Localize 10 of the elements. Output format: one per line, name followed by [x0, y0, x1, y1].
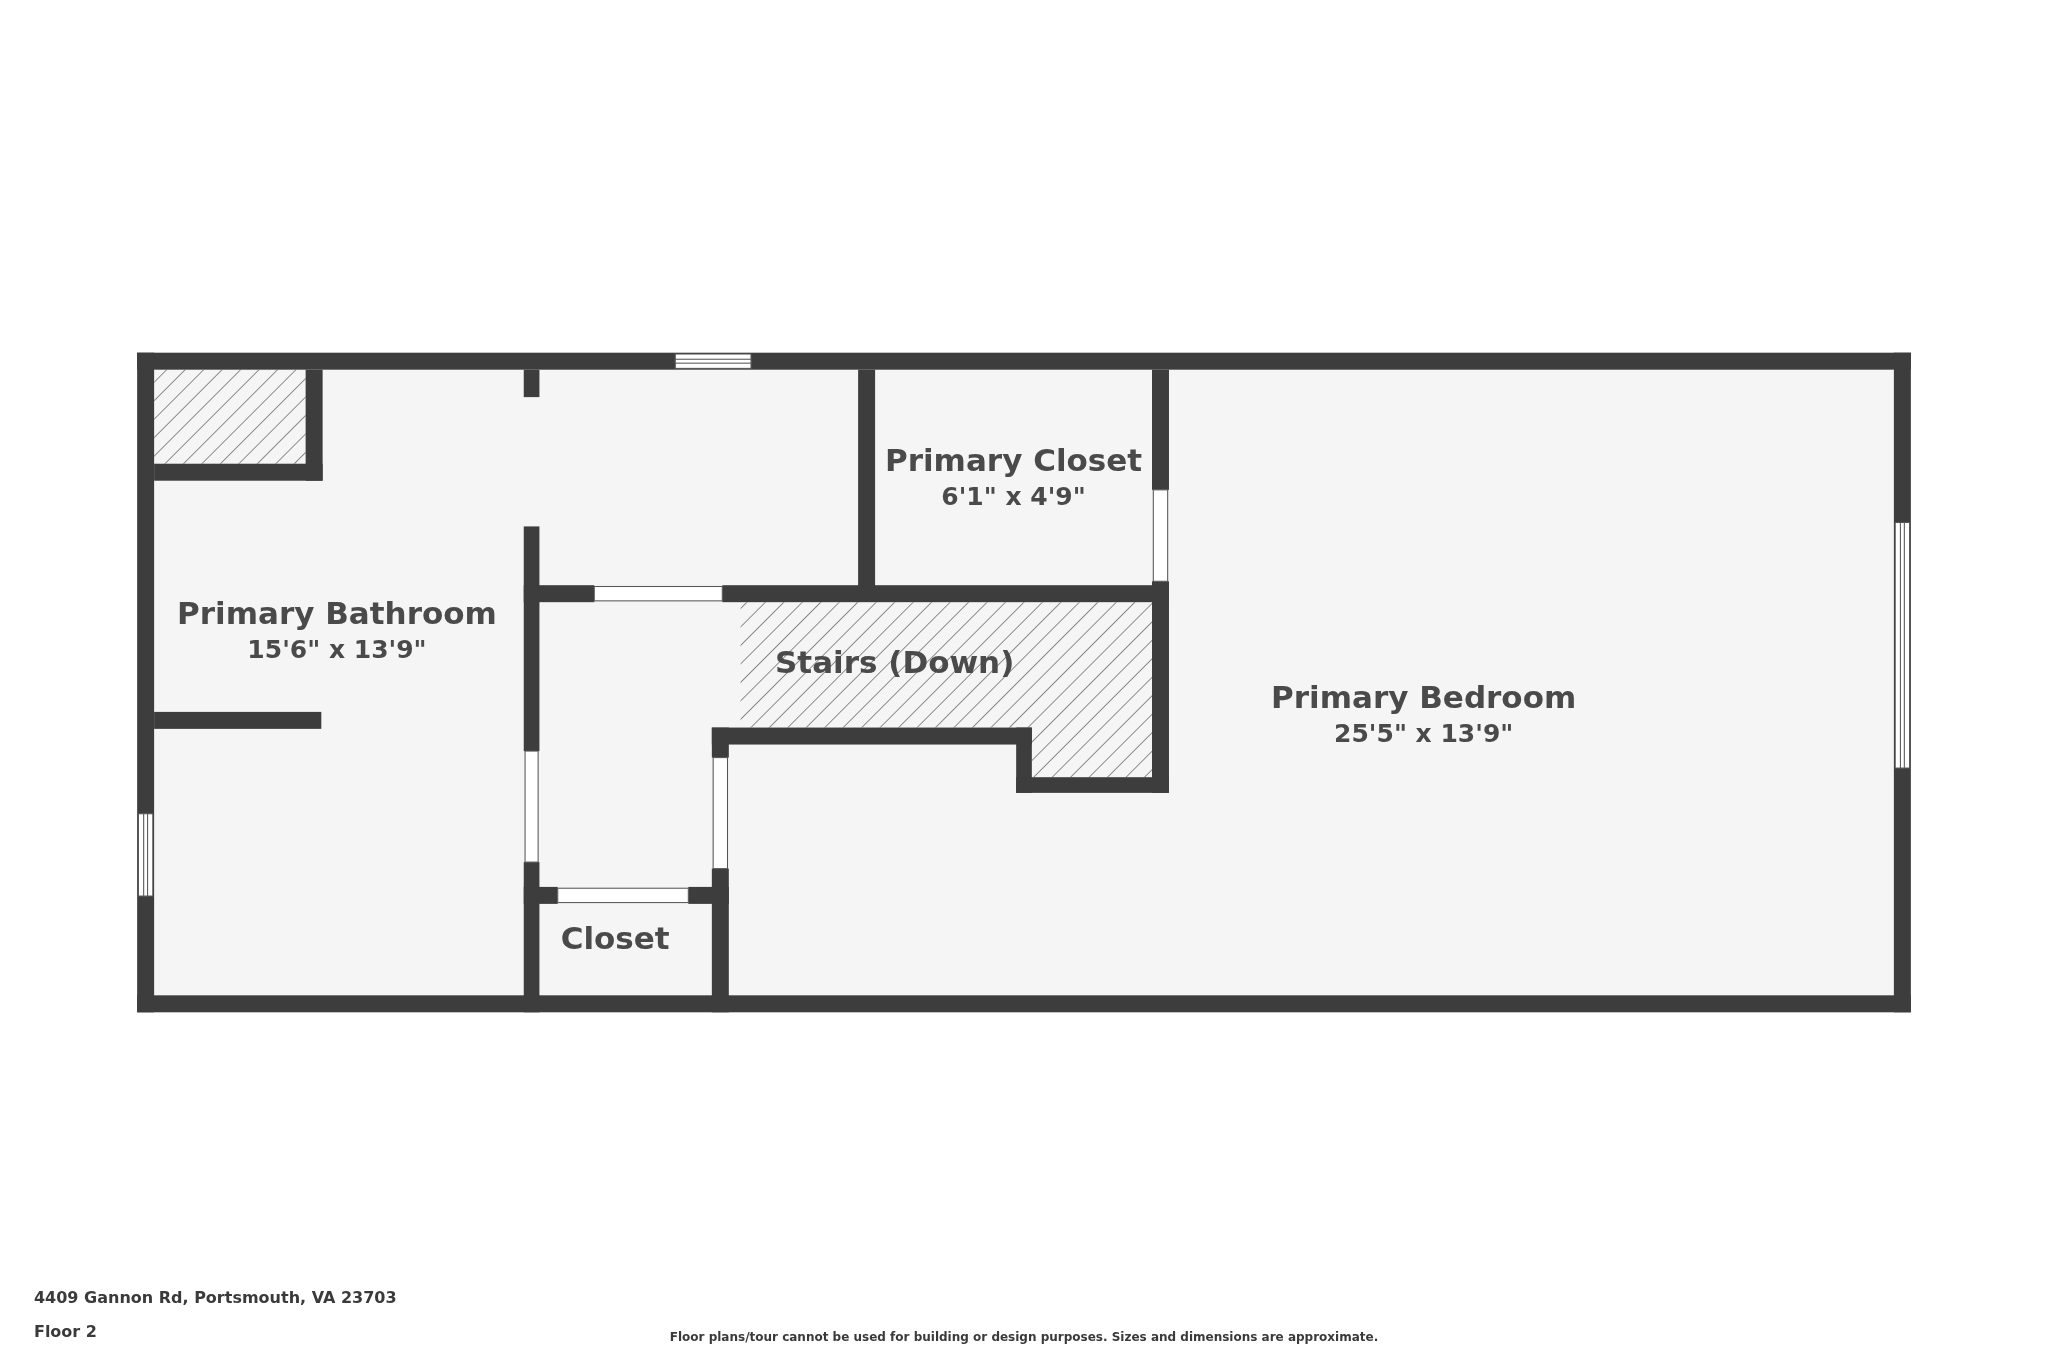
disclaimer-note: Floor plans/tour cannot be used for building or design purposes. Sizes and dimensions are approximate.	[669, 1330, 1379, 1345]
room-dimensions: 15'6" x 13'9"	[247, 633, 427, 666]
room-name: Primary Closet	[885, 440, 1143, 480]
address-text: 4409 Gannon Rd, Portsmouth, VA 23703	[33, 1287, 397, 1307]
floor-label: Floor 2	[33, 1321, 97, 1341]
room-dimensions: 6'1" x 4'9"	[941, 480, 1086, 513]
room-name: Closet	[560, 918, 670, 958]
room-name: Primary Bathroom	[177, 593, 497, 633]
room-dimensions: 25'5" x 13'9"	[1334, 718, 1514, 751]
room-name: Primary Bedroom	[1271, 678, 1577, 718]
